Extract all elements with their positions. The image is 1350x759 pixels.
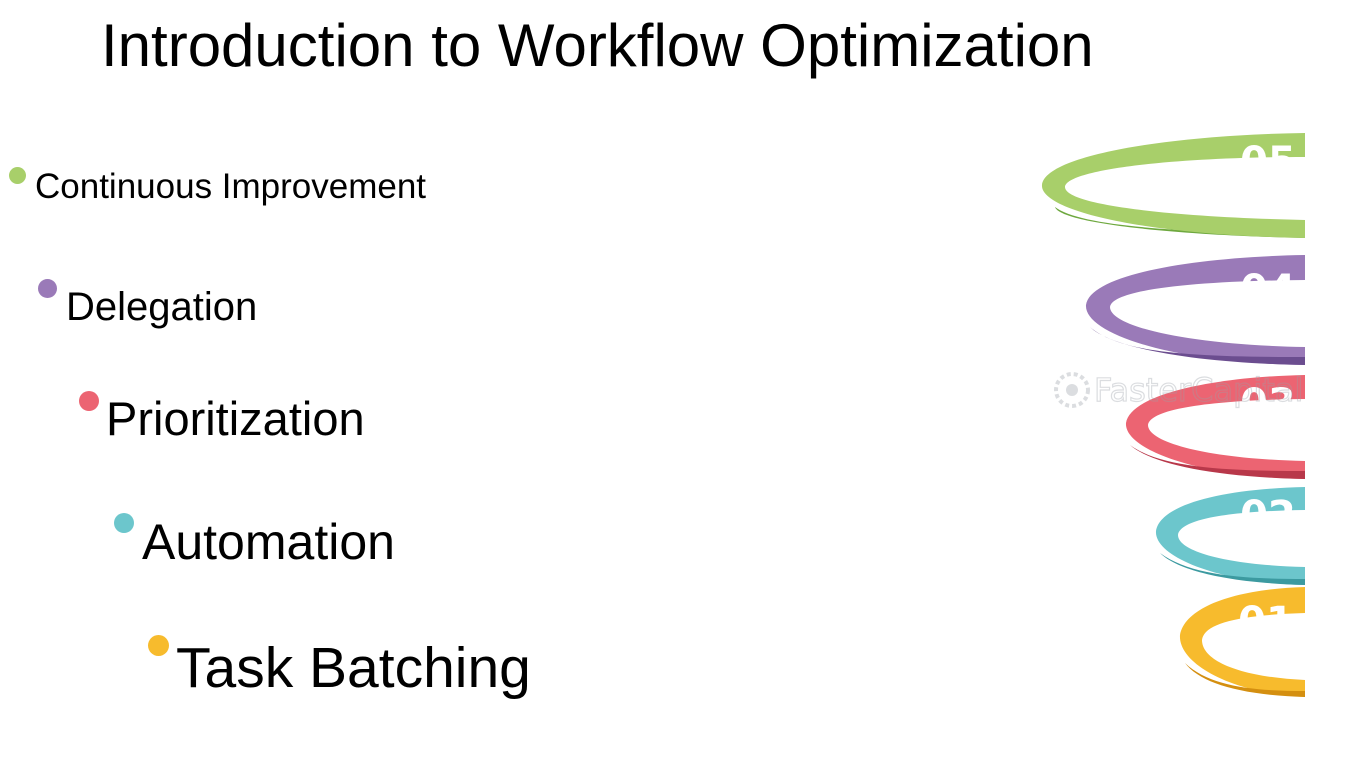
spiral-ribbon-graphic: 05 04 03 02 01 FasterCapital <box>1041 95 1340 735</box>
spiral-ring-05: 05 <box>1041 133 1305 238</box>
bullet-dot <box>9 167 26 184</box>
bullet-dot <box>148 635 169 656</box>
ring-number: 02 <box>1240 493 1296 539</box>
spiral-ring-02: 02 <box>1155 487 1305 585</box>
list-item-label: Prioritization <box>106 392 365 445</box>
spiral-ring-01: 01 <box>1179 587 1305 697</box>
spiral-ring-04: 04 <box>1085 255 1305 365</box>
ring-outer-band <box>1085 255 1305 365</box>
ring-inner-band <box>1160 553 1305 585</box>
ring-inner-band <box>1090 327 1305 365</box>
list-item-label: Automation <box>142 514 395 570</box>
bullet-dot <box>114 513 134 533</box>
watermark-logo-core <box>1066 384 1078 396</box>
list-item-label: Task Batching <box>176 636 531 700</box>
ring-number: 01 <box>1238 599 1294 645</box>
spiral-ring-03: 03 <box>1125 375 1305 479</box>
ring-number: 03 <box>1240 381 1296 427</box>
ring-inner-band <box>1130 445 1305 479</box>
ring-outer-band <box>1179 587 1305 697</box>
spiral-edge-fade <box>1306 95 1340 735</box>
ring-outer-band <box>1155 487 1305 585</box>
slide-title: Introduction to Workflow Optimization <box>101 12 1094 79</box>
watermark-text: FasterCapital <box>1094 371 1303 409</box>
ring-outer-band <box>1125 375 1305 479</box>
bullet-dot <box>79 391 99 411</box>
list-item-label: Continuous Improvement <box>35 167 427 206</box>
ring-number: 05 <box>1240 139 1296 185</box>
watermark-logo-icon <box>1054 372 1090 408</box>
ring-number: 04 <box>1240 267 1296 313</box>
bullet-dot <box>38 279 57 298</box>
watermark: FasterCapital <box>1054 370 1304 410</box>
list-item-label: Delegation <box>66 285 258 329</box>
ring-inner-band <box>1185 663 1305 697</box>
ring-outer-band <box>1041 133 1305 238</box>
